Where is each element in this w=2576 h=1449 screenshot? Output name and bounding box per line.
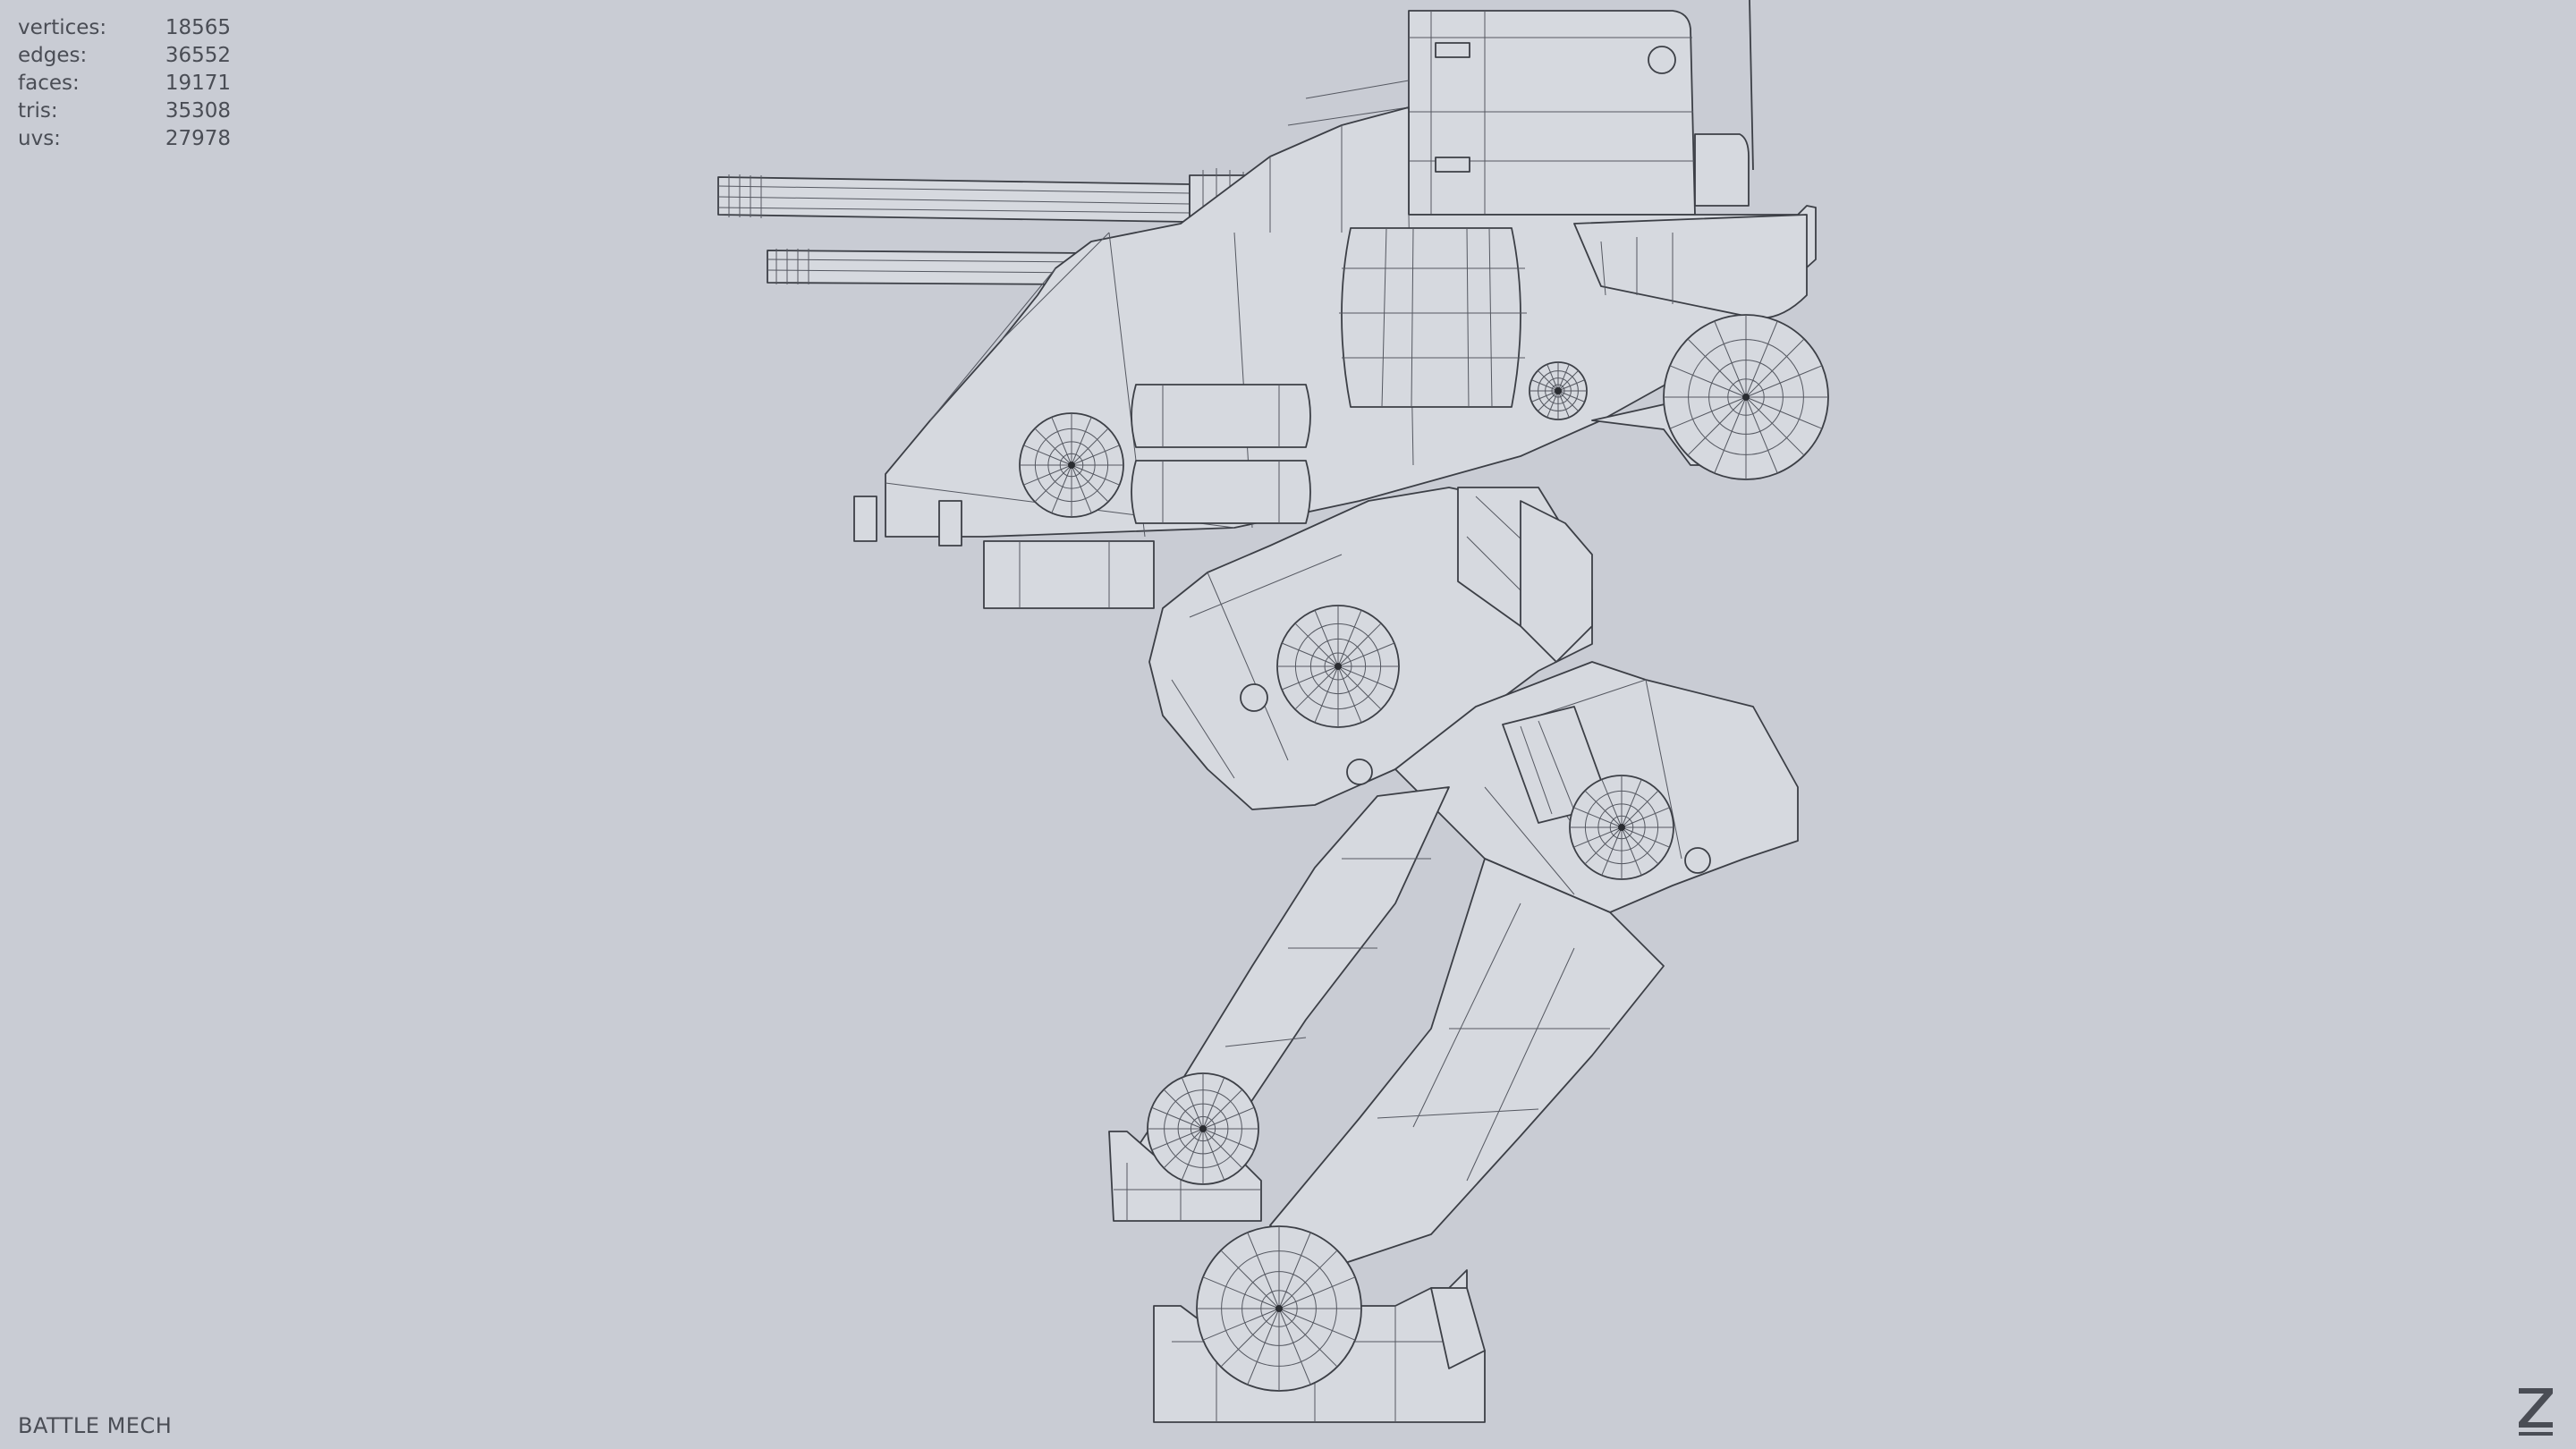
stat-label: faces: (18, 72, 80, 95)
joint-wheel-3 (1664, 315, 1828, 479)
stat-label: vertices: (18, 16, 107, 39)
z-logo-icon (2519, 1388, 2553, 1436)
joint-wheel-6 (1148, 1073, 1258, 1184)
joint-wheel-7 (1197, 1226, 1361, 1391)
stat-row-vertices: vertices: 18565 (18, 14, 231, 42)
joint-wheel-2 (1530, 362, 1587, 419)
model-title: BATTLE MECH (18, 1413, 173, 1438)
stat-row-uvs: uvs: 27978 (18, 125, 231, 153)
joint-wheel-1 (1020, 413, 1123, 517)
stat-value: 35308 (165, 99, 231, 123)
fuel-cylinder (1131, 228, 1527, 523)
joint-wheel-5 (1570, 775, 1674, 879)
joint-wheel-4 (1277, 606, 1399, 727)
wireframe-joints (1020, 315, 1828, 1391)
turret-housing (1288, 11, 1749, 215)
stat-value: 18565 (165, 16, 231, 39)
stat-row-tris: tris: 35308 (18, 97, 231, 125)
stat-row-faces: faces: 19171 (18, 70, 231, 97)
stat-value: 19171 (165, 72, 231, 95)
stat-value: 27978 (165, 127, 231, 150)
mesh-stats-panel: vertices: 18565 edges: 36552 faces: 1917… (18, 14, 231, 153)
stat-value: 36552 (165, 44, 231, 67)
stat-label: edges: (18, 44, 88, 67)
stat-label: uvs: (18, 127, 61, 150)
antenna (1750, 0, 1753, 170)
bolts (1241, 47, 1710, 873)
stat-label: tris: (18, 99, 58, 123)
stat-row-edges: edges: 36552 (18, 42, 231, 70)
